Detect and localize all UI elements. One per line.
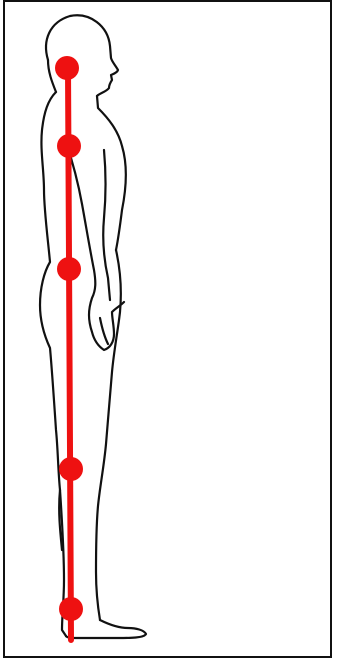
knee-landmark-dot [59,457,83,481]
inner-arm-outline [103,150,110,300]
front-leg-outline [96,250,121,620]
human-figure-outline [40,15,146,638]
arm-outline [66,142,124,350]
back-outline [40,92,66,636]
shoulder-landmark-dot [57,134,81,158]
hip-landmark-dot [57,257,81,281]
neck-back-outline [48,60,56,92]
ankle-landmark-dot [59,597,83,621]
chest-outline [97,96,126,250]
head-outline [46,15,118,96]
ear-landmark-dot [55,56,79,80]
hand-finger-outline [100,318,108,344]
foot-outline [66,620,146,638]
